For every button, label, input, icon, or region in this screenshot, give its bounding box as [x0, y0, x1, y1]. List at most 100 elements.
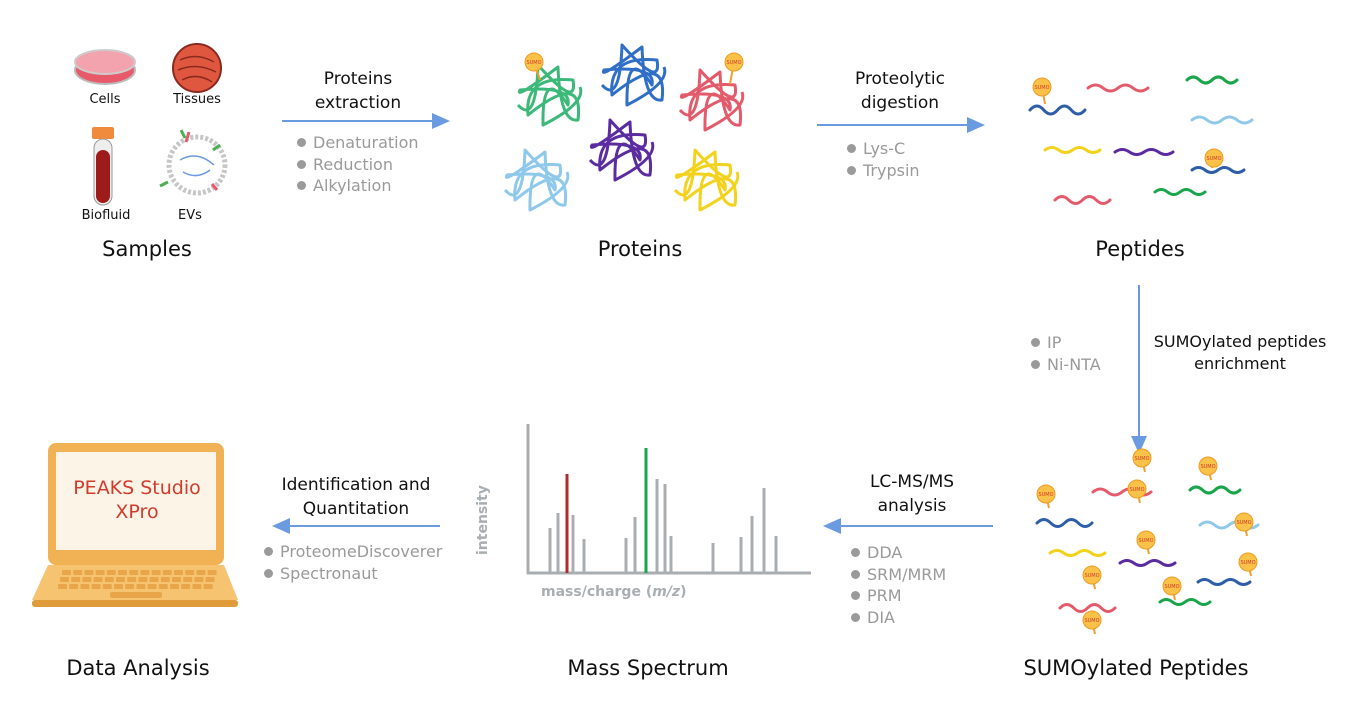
bullet-item: SRM/MRM — [851, 564, 946, 586]
sumo-ball-icon — [524, 52, 544, 72]
sumo-label: SUMO — [1134, 456, 1149, 462]
cells-dish-icon — [74, 49, 136, 85]
protein-tangle — [678, 68, 745, 132]
keyboard-key — [196, 570, 206, 575]
spectrum-y-label: intensity — [475, 485, 491, 555]
keyboard-key — [185, 570, 195, 575]
keyboard-key — [194, 577, 204, 582]
label-line: Identification and — [281, 475, 431, 495]
peptide-strand — [1048, 549, 1107, 557]
sumo-label: SUMO — [1206, 156, 1221, 162]
peptide-strand — [1185, 75, 1239, 85]
bullet-item: Spectronaut — [264, 563, 442, 585]
sumo-label: SUMO — [726, 60, 741, 66]
keyboard-key — [183, 577, 193, 582]
protein-tangle — [600, 43, 667, 107]
peptide-strand — [1196, 578, 1252, 586]
label-line: analysis — [877, 496, 947, 516]
sumo-label: SUMO — [1138, 538, 1153, 544]
keyboard-key — [93, 577, 103, 582]
keyboard-key — [162, 570, 172, 575]
bullet-item: PRM — [851, 585, 946, 607]
bullet-item: IP — [1031, 332, 1101, 354]
keyboard-key — [205, 577, 215, 582]
keyboard-key — [69, 584, 79, 589]
bullet-item: Alkylation — [297, 175, 419, 197]
keyboard-key — [95, 570, 105, 575]
keyboard-key — [91, 584, 101, 589]
sumo-balls — [524, 52, 1258, 630]
keyboard-key — [149, 577, 159, 582]
keyboard-key — [102, 584, 112, 589]
sample-biofluid-label: Biofluid — [81, 208, 131, 223]
sumo-ball-icon — [1127, 479, 1147, 499]
peptide-strand — [1153, 188, 1207, 196]
label-line: Proteins — [323, 69, 393, 89]
bullet-item: DIA — [851, 607, 946, 629]
sumo-ball-icon — [1082, 610, 1102, 630]
bullet-item: DDA — [851, 542, 946, 564]
sumo-label: SUMO — [1200, 464, 1215, 470]
keyboard-key — [62, 570, 71, 575]
bullet-item: ProteomeDiscoverer — [264, 541, 442, 563]
keyboard-key — [106, 570, 116, 575]
label-line: LC-MS/MS — [869, 472, 955, 492]
keyboard-key — [151, 570, 161, 575]
sumo-ball-icon — [1234, 512, 1254, 532]
step-label-lcms: LC-MS/MS analysis — [870, 470, 954, 518]
spectrum-x-label: mass/charge (m/z) — [541, 584, 687, 600]
keyboard-key — [84, 570, 94, 575]
label-line: enrichment — [1194, 354, 1286, 373]
sumo-ball-icon — [1238, 552, 1258, 572]
keyboard-key — [116, 577, 125, 582]
protein-tangle — [673, 148, 740, 212]
keyboard-key — [147, 584, 157, 589]
stage-title-data-analysis: Data Analysis — [66, 656, 210, 680]
peptide-strand — [1028, 104, 1087, 116]
sumo-ball-icon — [1198, 456, 1218, 476]
biofluid-tube-icon — [92, 127, 114, 206]
x-label-prefix: mass/charge ( — [541, 584, 653, 600]
x-label-suffix: ) — [680, 584, 687, 600]
keyboard-key — [71, 577, 81, 582]
keyboard-key — [140, 570, 150, 575]
software-name: PEAKS Studio — [73, 477, 201, 499]
sumoylated-peptide-fragments — [1035, 485, 1260, 613]
keyboard-key — [172, 577, 181, 582]
sumo-label: SUMO — [1038, 492, 1053, 498]
keyboard-key — [73, 570, 83, 575]
sumo-label: SUMO — [1034, 85, 1049, 91]
stage-title-proteins: Proteins — [597, 237, 683, 261]
stage-title-samples: Samples — [102, 237, 192, 261]
protein-tangle — [503, 148, 570, 212]
keyboard-key — [104, 577, 114, 582]
keyboard-key — [160, 577, 170, 582]
sumo-ball-icon — [1132, 448, 1152, 468]
keyboard-key — [170, 584, 179, 589]
keyboard-key — [158, 584, 168, 589]
sumo-ball-icon — [1162, 576, 1182, 596]
label-line: Proteolytic — [854, 69, 946, 89]
stage-title-mass-spectrum: Mass Spectrum — [567, 656, 729, 680]
proteins-tangles — [503, 43, 745, 212]
sumo-label: SUMO — [1240, 560, 1255, 566]
sample-cells-label: Cells — [89, 92, 121, 107]
peptide-strand — [1113, 148, 1175, 156]
sumo-label: SUMO — [526, 60, 541, 66]
keyboard-key — [129, 570, 139, 575]
keyboard-key — [174, 570, 183, 575]
sumo-ball-icon — [1032, 77, 1052, 97]
sumo-ball-icon — [1082, 565, 1102, 585]
keyboard-key — [118, 570, 127, 575]
label-line: extraction — [314, 93, 402, 113]
step-label-extraction: Proteins extraction — [315, 67, 401, 115]
laptop-icon — [32, 443, 238, 607]
peptide-strand — [1190, 166, 1246, 174]
keyboard-key — [82, 577, 92, 582]
software-edition: XPro — [115, 501, 159, 523]
peptide-strand — [1043, 146, 1102, 154]
